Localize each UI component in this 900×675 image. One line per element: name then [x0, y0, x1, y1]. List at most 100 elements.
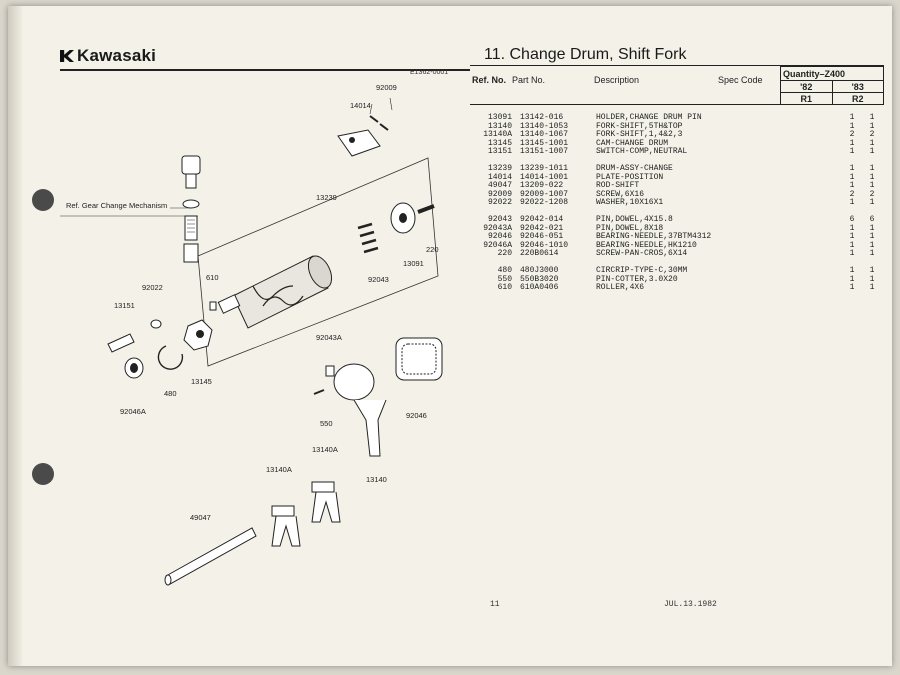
part-number-cell: 610A0406 — [520, 283, 559, 293]
callout-13091: 13091 — [403, 259, 424, 268]
qty-82-cell: 2 — [849, 189, 855, 199]
description-cell: PIN-COTTER,3.0X20 — [596, 274, 678, 284]
part-number-cell: 13209-022 — [520, 181, 564, 191]
qty-83-cell: 1 — [869, 147, 875, 157]
ref-cell: 14014 — [487, 172, 512, 182]
description-cell: CIRCRIP-TYPE-C,30MM — [596, 265, 688, 275]
callout-220: 220 — [426, 245, 439, 254]
figure-code: E1362-0001 — [410, 69, 449, 76]
qty-83-cell: 1 — [869, 249, 875, 259]
col-spec-header: Spec Code — [718, 74, 763, 85]
table-row: 13140 13140-1053 FORK-SHIFT,5TH&TOP 1 1 — [470, 121, 884, 132]
binder-hole-top — [32, 189, 54, 211]
print-date: JUL.13.1982 — [664, 600, 717, 609]
ref-cell: 480 — [497, 265, 512, 275]
callout-92009: 92009 — [376, 83, 397, 92]
description-cell: BEARING-NEEDLE,37BTM4312 — [596, 232, 712, 242]
qty-82-cell: 1 — [849, 121, 855, 131]
part-number-cell: 13151-1007 — [520, 147, 569, 157]
part-number-cell: 13140-1067 — [520, 130, 569, 140]
callout-49047: 49047 — [190, 513, 211, 522]
page-title: 11. Change Drum, Shift Fork — [484, 46, 687, 63]
qty-83-cell: 2 — [869, 189, 875, 199]
exploded-parts-diagram: Ref. Gear Change Mechanism — [60, 83, 443, 586]
col-ref-header: Ref. No. — [472, 74, 507, 85]
qty-83-cell: 1 — [869, 181, 875, 191]
part-number-cell: 92046-1010 — [520, 240, 569, 250]
callout-92046a: 92046A — [120, 407, 146, 416]
part-number-cell: 13145-1001 — [520, 138, 569, 148]
header-rule-left — [60, 69, 470, 71]
description-cell: BEARING-NEEDLE,HK1210 — [596, 240, 697, 250]
callout-14014: 14014 — [350, 101, 371, 110]
part-number-cell: 13239-1011 — [520, 163, 569, 173]
header-rule-right — [470, 65, 884, 66]
shift-rod-shape — [164, 527, 257, 586]
ref-cell: 13140 — [487, 121, 512, 131]
ref-cell: 49047 — [487, 181, 512, 191]
callout-610: 610 — [206, 273, 219, 282]
callout-92022: 92022 — [142, 283, 163, 292]
part-number-cell: 14014-1001 — [520, 172, 569, 182]
part-number-cell: 13140-1053 — [520, 121, 569, 131]
description-cell: SCREW-PAN-CROS,6X14 — [596, 249, 688, 259]
description-cell: WASHER,10X16X1 — [596, 198, 664, 208]
qty-82-cell: 1 — [849, 232, 855, 242]
part-number-cell: 13142-016 — [520, 113, 564, 122]
ref-cell: 550 — [497, 274, 512, 284]
position-plate-shape — [337, 97, 393, 157]
ref-cell: 13145 — [487, 138, 512, 148]
callout-92043: 92043 — [368, 275, 389, 284]
qty-82-cell: 1 — [849, 249, 855, 259]
qty-83-cell: 1 — [869, 198, 875, 208]
description-cell: HOLDER,CHANGE DRUM PIN — [596, 113, 702, 122]
rev-r2: R2 — [831, 92, 884, 105]
col-desc-header: Description — [594, 74, 640, 85]
description-cell: ROD-SHIFT — [596, 181, 640, 191]
qty-82-cell: 6 — [849, 214, 855, 224]
description-cell: ROLLER,4X6 — [596, 283, 645, 293]
callout-13140a-right: 13140A — [312, 445, 338, 454]
ref-cell: 92043 — [487, 214, 512, 224]
qty-83-cell: 1 — [869, 138, 875, 148]
qty-83-cell: 6 — [869, 214, 875, 224]
callout-13239: 13239 — [316, 193, 337, 202]
ref-cell: 610 — [497, 283, 512, 293]
qty-83-cell: 1 — [869, 163, 875, 173]
change-drum-shape — [217, 255, 333, 329]
qty-82-cell: 1 — [849, 198, 855, 208]
rev-r1: R1 — [780, 92, 833, 105]
part-number-cell: 92042-014 — [520, 214, 564, 224]
part-number-cell: 480J3000 — [520, 265, 559, 275]
page-number: 11 — [490, 600, 500, 609]
ref-cell: 13091 — [487, 113, 512, 122]
year-82: '82 — [780, 80, 833, 93]
description-cell: FORK-SHIFT,5TH&TOP — [596, 121, 683, 131]
qty-82-cell: 1 — [849, 138, 855, 148]
brand-logo: Kawasaki — [60, 46, 156, 66]
col-part-header: Part No. — [512, 74, 546, 85]
callout-13151: 13151 — [114, 301, 135, 310]
qty-83-cell: 1 — [869, 121, 875, 131]
ref-cell: 13239 — [487, 163, 512, 173]
shift-fork-small-shapes — [271, 481, 341, 547]
qty-82-cell: 1 — [849, 265, 855, 275]
qty-83-cell: 1 — [869, 240, 875, 250]
callout-13140a-left: 13140A — [266, 465, 292, 474]
callout-550: 550 — [320, 419, 333, 428]
page-binding-edge — [8, 6, 22, 666]
qty-82-cell: 1 — [849, 163, 855, 173]
description-cell: FORK-SHIFT,1,4&2,3 — [596, 130, 683, 140]
part-number-cell: 92022-1208 — [520, 198, 569, 208]
